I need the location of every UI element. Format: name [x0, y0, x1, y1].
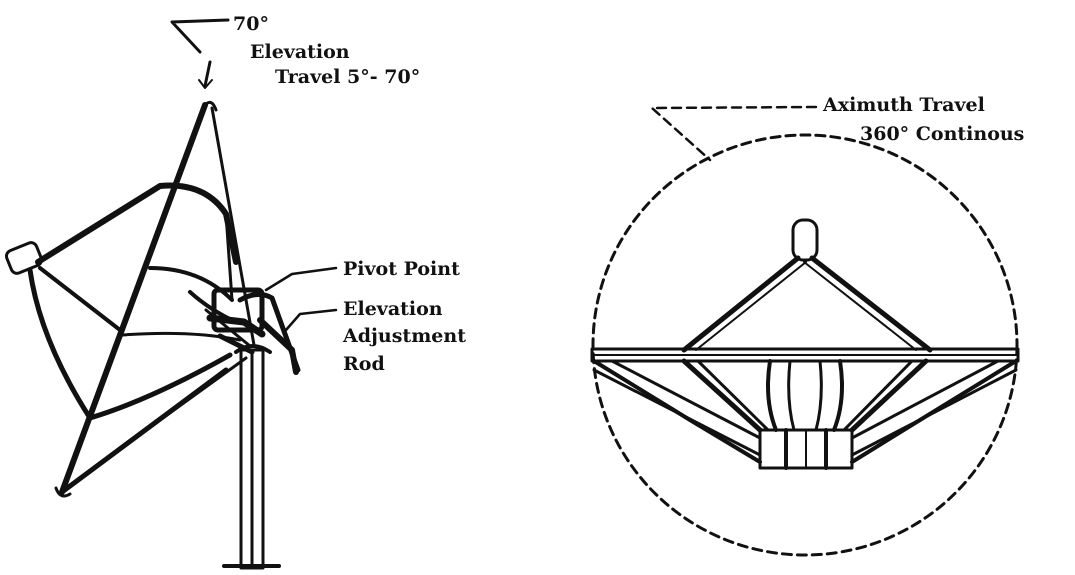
elevation-rod-label-line2: Adjustment — [342, 325, 466, 347]
front-view-antenna — [590, 105, 1020, 557]
label-leaders-left — [264, 266, 338, 332]
elevation-rod-label-line1: Elevation — [343, 298, 443, 320]
azimuth-travel-label-line1: Aximuth Travel — [822, 94, 985, 116]
azimuth-travel-circle — [591, 133, 1019, 557]
dish-frame — [27, 100, 256, 498]
pivot-point-label: Pivot Point — [343, 258, 460, 280]
pivot-mechanism — [204, 287, 301, 375]
side-view-antenna — [4, 18, 338, 570]
elevation-indicator-arrow — [170, 18, 230, 89]
feed-horn — [4, 241, 44, 275]
elevation-title-label: Elevation — [250, 41, 350, 63]
azimuth-travel-label-line2: 360° Continous — [860, 123, 1024, 145]
azimuth-leader — [650, 105, 818, 162]
elevation-rod-label-line3: Rod — [343, 353, 385, 375]
antenna-mast — [222, 344, 281, 570]
elevation-angle-label: 70° — [233, 13, 269, 35]
front-feed-horn — [791, 218, 819, 262]
elevation-travel-label: Travel 5°- 70° — [275, 66, 420, 88]
